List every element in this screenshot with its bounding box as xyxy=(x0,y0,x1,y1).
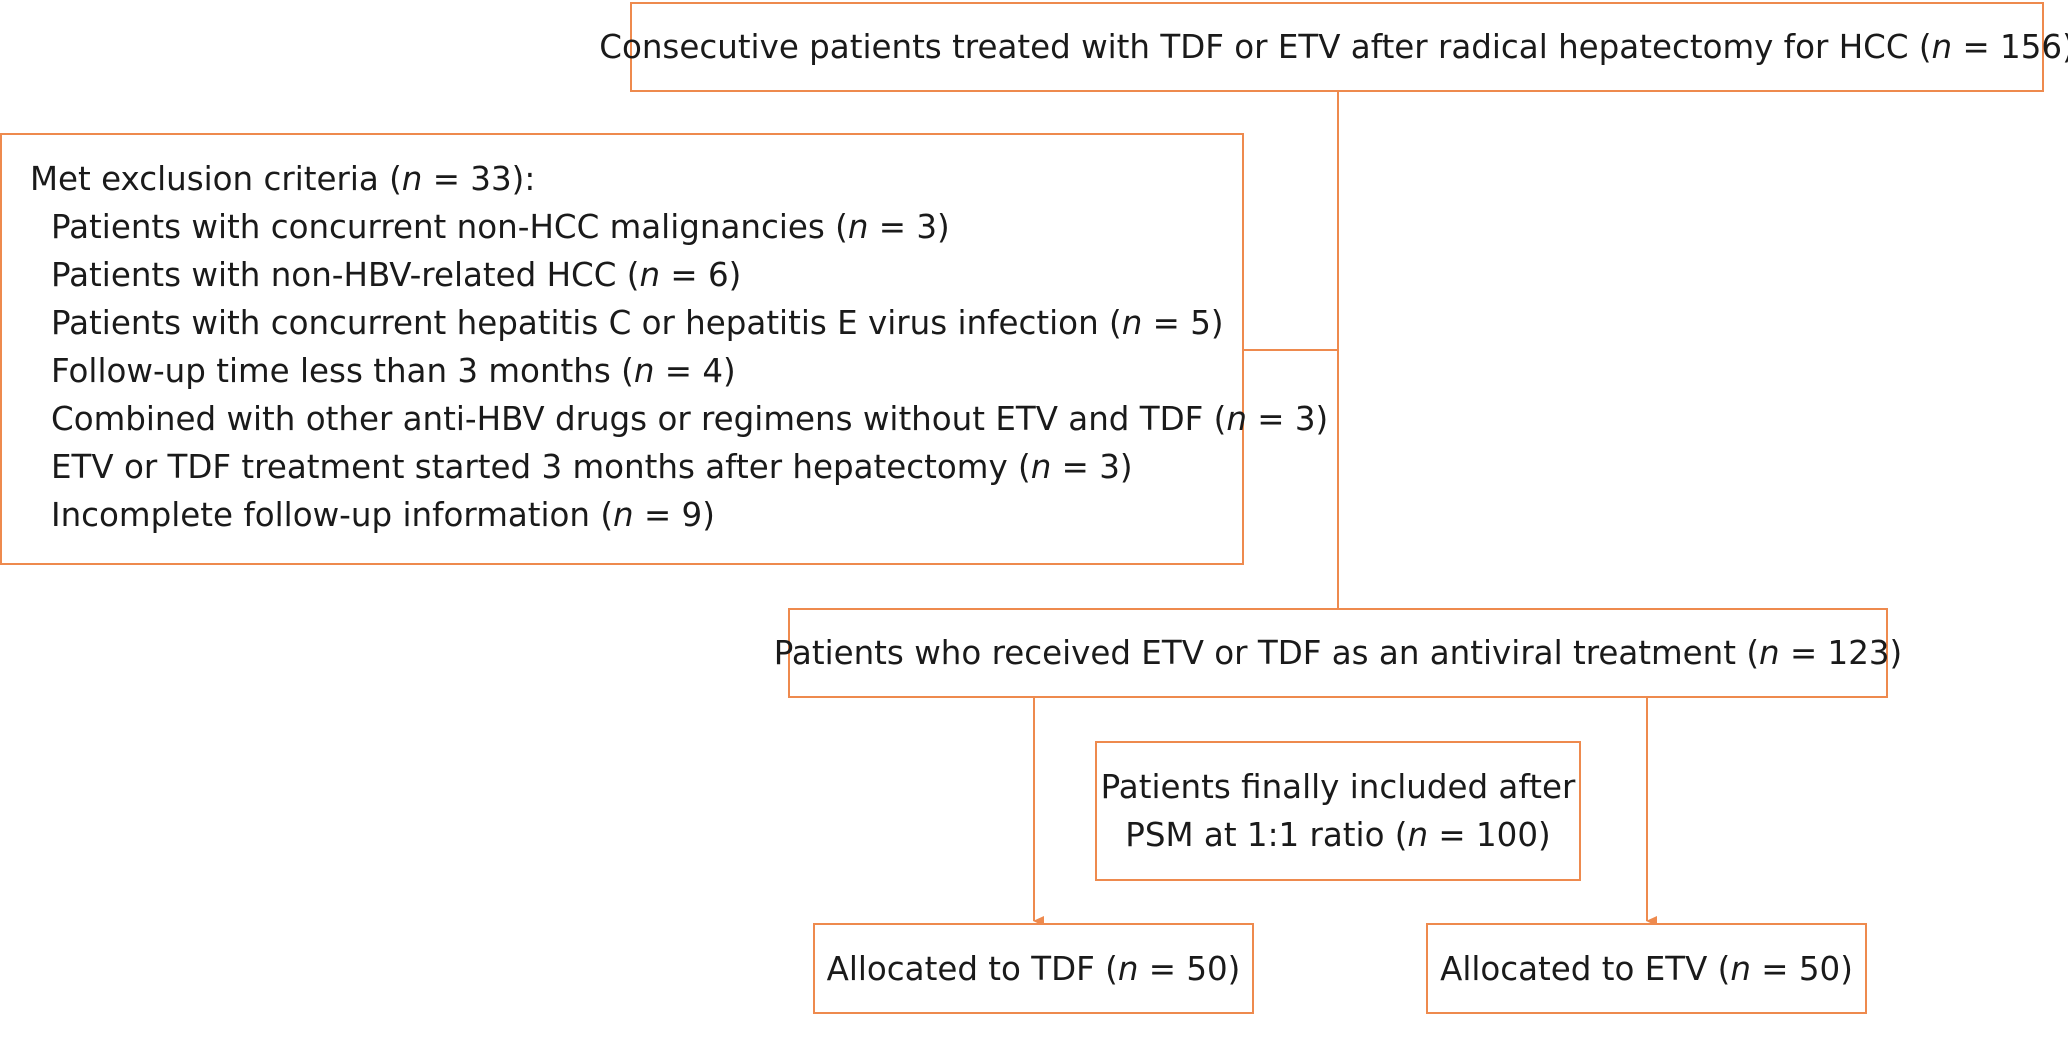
box-allocated-tdf: Allocated to TDF (n = 50) xyxy=(813,923,1254,1014)
box-psm-included: Patients finally included after PSM at 1… xyxy=(1095,741,1581,881)
n-symbol: n xyxy=(847,208,869,246)
n-symbol: n xyxy=(1931,28,1953,66)
n-symbol: n xyxy=(1121,304,1143,342)
exclusion-title: Met exclusion criteria (n = 33): xyxy=(30,160,536,198)
exclusion-item: ETV or TDF treatment started 3 months af… xyxy=(51,448,1133,486)
n-symbol: n xyxy=(1030,448,1052,486)
n-symbol: n xyxy=(401,160,423,198)
n-symbol: n xyxy=(1117,949,1139,988)
tdf-text: Allocated to TDF (n = 50) xyxy=(826,949,1241,988)
n-symbol: n xyxy=(1407,816,1429,854)
box-exclusion-criteria: Met exclusion criteria (n = 33): Patient… xyxy=(0,133,1329,565)
n-symbol: n xyxy=(1226,400,1247,438)
etv-text: Allocated to ETV (n = 50) xyxy=(1440,949,1853,988)
n-symbol: n xyxy=(633,352,655,390)
exclusion-item: Incomplete follow-up information (n = 9) xyxy=(51,496,715,534)
exclusion-item: Patients with concurrent non-HCC maligna… xyxy=(51,208,950,246)
box-consecutive-patients: Consecutive patients treated with TDF or… xyxy=(599,2,2068,92)
psm-line-2: PSM at 1:1 ratio (n = 100) xyxy=(1125,816,1551,854)
n-symbol: n xyxy=(1759,634,1780,672)
n-symbol: n xyxy=(1730,949,1751,988)
exclusion-item: Follow-up time less than 3 months (n = 4… xyxy=(51,352,736,390)
start-text: Consecutive patients treated with TDF or… xyxy=(599,28,2068,66)
exclusion-item: Combined with other anti-HBV drugs or re… xyxy=(51,400,1329,438)
n-symbol: n xyxy=(639,256,661,294)
box-received-treatment: Patients who received ETV or TDF as an a… xyxy=(774,608,1902,698)
psm-line-1: Patients finally included after xyxy=(1100,768,1576,806)
exclusion-item: Patients with non-HBV-related HCC (n = 6… xyxy=(51,256,742,294)
n-symbol: n xyxy=(613,496,634,534)
box-allocated-etv: Allocated to ETV (n = 50) xyxy=(1426,923,1867,1014)
exclusion-item: Patients with concurrent hepatitis C or … xyxy=(51,304,1224,342)
received-text: Patients who received ETV or TDF as an a… xyxy=(773,634,1903,672)
